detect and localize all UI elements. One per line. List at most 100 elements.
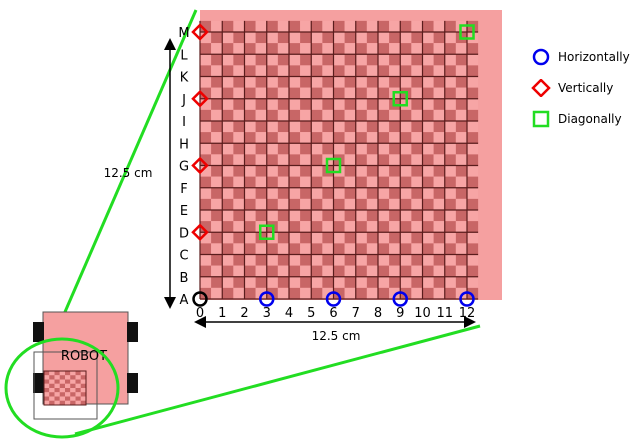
board-square [378, 210, 390, 222]
board-square [355, 176, 367, 188]
board-square [233, 265, 245, 277]
board-square [433, 187, 445, 199]
board-square [433, 154, 445, 166]
board-square [233, 132, 245, 144]
board-square [222, 143, 234, 155]
board-square [277, 109, 289, 121]
board-square [322, 198, 334, 210]
board-square [311, 243, 323, 255]
board-square [467, 98, 479, 110]
mini-square [70, 396, 76, 401]
board-square [333, 109, 345, 121]
board-square [322, 121, 334, 133]
board-square [200, 254, 212, 266]
board-square [244, 143, 256, 155]
board-square [289, 132, 301, 144]
mini-square [65, 375, 71, 380]
board-square [467, 276, 479, 288]
board-square [300, 187, 312, 199]
board-square [311, 221, 323, 233]
board-square [455, 65, 467, 77]
col-label: 6 [329, 306, 337, 321]
board-square [311, 20, 323, 32]
board-square [255, 109, 267, 121]
mini-square [70, 388, 76, 393]
board-square [378, 176, 390, 188]
board-square [400, 221, 412, 233]
board-square [389, 265, 401, 277]
board-square [333, 198, 345, 210]
board-square [444, 87, 456, 99]
board-square [378, 221, 390, 233]
board-square [400, 176, 412, 188]
zoom-circle [4, 337, 120, 439]
board-square [333, 65, 345, 77]
board-square [244, 198, 256, 210]
board-square [222, 20, 234, 32]
mini-square [49, 371, 55, 376]
board-square [344, 176, 356, 188]
board-square [300, 165, 312, 177]
board-square [322, 265, 334, 277]
board-square [344, 210, 356, 222]
board-square [467, 210, 479, 222]
board-square [222, 276, 234, 288]
board-square [455, 221, 467, 233]
board-square [467, 43, 479, 55]
board-square [266, 143, 278, 155]
board-square [322, 98, 334, 110]
board-square [366, 54, 378, 66]
board-square [333, 187, 345, 199]
board-square [366, 76, 378, 88]
board-square [366, 132, 378, 144]
board-square [233, 121, 245, 133]
board-square [400, 54, 412, 66]
mini-square [80, 400, 86, 405]
board-square [444, 243, 456, 255]
board-square [211, 143, 223, 155]
board-square [344, 165, 356, 177]
robot-wheel [127, 322, 138, 342]
row-label: H [179, 137, 189, 152]
board-square [300, 65, 312, 77]
row-label: L [180, 48, 188, 63]
board-square [411, 87, 423, 99]
board-square [366, 254, 378, 266]
board-square [422, 165, 434, 177]
board-square [211, 287, 223, 299]
board-square [200, 143, 212, 155]
board-square [233, 32, 245, 44]
board-square [355, 20, 367, 32]
board-square [355, 165, 367, 177]
board-square [200, 32, 212, 44]
robot-label: ROBOT [61, 349, 107, 364]
board-square [322, 65, 334, 77]
board-square [300, 20, 312, 32]
board-square [266, 132, 278, 144]
mini-square [80, 379, 86, 384]
board-square [300, 143, 312, 155]
board-square [389, 232, 401, 244]
board-square [300, 198, 312, 210]
board-square [400, 198, 412, 210]
board-square [389, 287, 401, 299]
board-square [222, 109, 234, 121]
board-square [211, 265, 223, 277]
mini-square [80, 388, 86, 393]
board-square [344, 221, 356, 233]
board-square [467, 132, 479, 144]
board-square [300, 287, 312, 299]
board-square [266, 176, 278, 188]
board-square [311, 154, 323, 166]
board-square [300, 254, 312, 266]
board-square [244, 20, 256, 32]
board-square [444, 154, 456, 166]
board-square [200, 65, 212, 77]
mini-square [44, 392, 50, 397]
board-square [344, 154, 356, 166]
col-label: 5 [307, 306, 315, 321]
board-square [411, 132, 423, 144]
board-square [433, 198, 445, 210]
board-square [467, 109, 479, 121]
board-square [322, 20, 334, 32]
